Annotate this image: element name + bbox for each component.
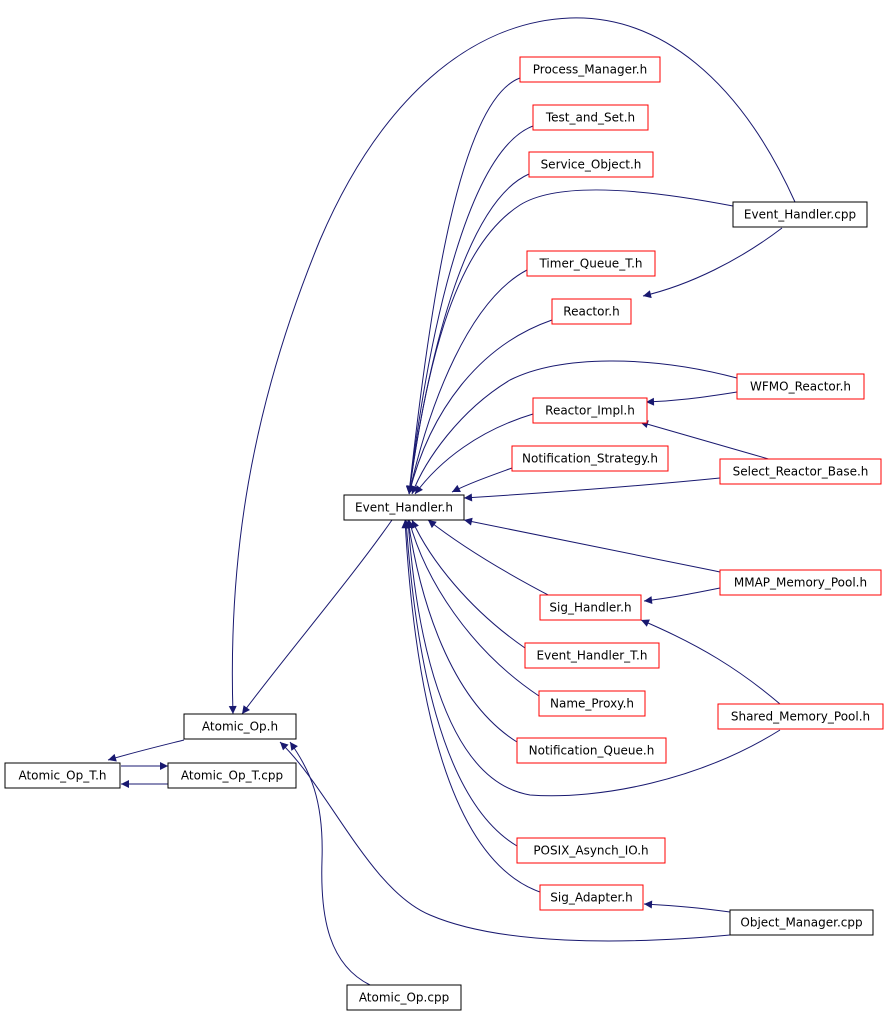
edges <box>107 17 796 986</box>
node-label: MMAP_Memory_Pool.h <box>734 576 867 590</box>
node-wfmo-reactor-h[interactable]: WFMO_Reactor.h <box>736 373 865 400</box>
edge-process-manager-h-to-event-handler-h <box>405 77 521 495</box>
edge-service-object-h-to-event-handler-h <box>406 173 530 495</box>
edge-reactor-impl-h-to-event-handler-h <box>414 413 534 495</box>
edge-posix-asynch-io-h-to-event-handler-h <box>402 519 518 847</box>
edge-event-handler-cpp-to-reactor-h <box>642 227 783 299</box>
node-sig-adapter-h[interactable]: Sig_Adapter.h <box>539 884 644 911</box>
node-atomic-op-h[interactable]: Atomic_Op.h <box>183 713 297 740</box>
node-reactor-impl-h[interactable]: Reactor_Impl.h <box>532 397 648 424</box>
node-label: Event_Handler.h <box>355 501 453 515</box>
edge-notification-queue-h-to-event-handler-h <box>405 519 518 743</box>
node-label: Notification_Queue.h <box>529 744 655 758</box>
node-event-handler-h[interactable]: Event_Handler.h <box>343 494 465 521</box>
edge-atomic-op-cpp-to-atomic-op-h <box>289 741 371 986</box>
node-label: Atomic_Op.h <box>202 720 278 734</box>
node-label: Sig_Adapter.h <box>550 891 633 905</box>
node-service-object-h[interactable]: Service_Object.h <box>528 151 654 178</box>
node-label: POSIX_Asynch_IO.h <box>533 844 648 858</box>
edge-atomic-op-h-to-atomic-op-t-h <box>107 739 185 762</box>
node-atomic-op-cpp[interactable]: Atomic_Op.cpp <box>346 984 462 1011</box>
node-label: Sig_Handler.h <box>549 601 631 615</box>
node-event-handler-t-h[interactable]: Event_Handler_T.h <box>524 642 660 669</box>
node-label: Process_Manager.h <box>533 63 647 77</box>
node-label: Event_Handler.cpp <box>744 208 856 222</box>
node-label: WFMO_Reactor.h <box>750 380 851 394</box>
node-posix-asynch-io-h[interactable]: POSIX_Asynch_IO.h <box>516 837 666 864</box>
node-timer-queue-t-h[interactable]: Timer_Queue_T.h <box>526 250 656 277</box>
node-label: Atomic_Op.cpp <box>359 991 449 1005</box>
node-select-reactor-base-h[interactable]: Select_Reactor_Base.h <box>719 458 882 485</box>
edge-event-handler-cpp-to-atomic-op-h <box>228 17 796 715</box>
node-label: Notification_Strategy.h <box>522 452 658 466</box>
node-mmap-memory-pool-h[interactable]: MMAP_Memory_Pool.h <box>719 569 882 596</box>
edge-select-reactor-base-h-to-event-handler-h <box>463 477 721 502</box>
edge-test-and-set-h-to-event-handler-h <box>405 125 534 495</box>
node-notification-queue-h[interactable]: Notification_Queue.h <box>516 737 667 764</box>
node-notification-strategy-h[interactable]: Notification_Strategy.h <box>511 445 669 472</box>
node-label: Atomic_Op_T.cpp <box>181 769 283 783</box>
node-test-and-set-h[interactable]: Test_and_Set.h <box>532 104 649 131</box>
node-label: Timer_Queue_T.h <box>538 257 642 271</box>
node-label: Reactor_Impl.h <box>545 404 635 418</box>
node-label: Atomic_Op_T.h <box>18 769 106 783</box>
node-label: Event_Handler_T.h <box>537 649 648 663</box>
edge-timer-queue-t-h-to-event-handler-h <box>406 269 528 495</box>
node-event-handler-cpp[interactable]: Event_Handler.cpp <box>732 201 868 228</box>
node-process-manager-h[interactable]: Process_Manager.h <box>519 56 661 83</box>
edge-object-manager-cpp-to-sig-adapter-h <box>643 900 731 913</box>
edge-name-proxy-h-to-event-handler-h <box>407 519 540 697</box>
edge-sig-handler-h-to-event-handler-h <box>427 519 555 599</box>
node-label: Name_Proxy.h <box>550 697 634 711</box>
node-label: Test_and_Set.h <box>545 111 635 125</box>
edge-notification-strategy-h-to-event-handler-h <box>451 467 513 493</box>
edge-shared-memory-pool-h-to-sig-handler-h <box>640 619 781 705</box>
edge-wfmo-reactor-h-to-reactor-impl-h <box>645 391 738 406</box>
edge-mmap-memory-pool-h-to-sig-handler-h <box>643 587 721 605</box>
edge-event-handler-h-to-atomic-op-h <box>241 519 393 715</box>
node-sig-handler-h[interactable]: Sig_Handler.h <box>539 594 642 621</box>
edge-select-reactor-base-h-to-reactor-impl-h <box>639 420 773 461</box>
node-atomic-op-t-h[interactable]: Atomic_Op_T.h <box>4 762 121 789</box>
edge-event-handler-cpp-to-event-handler-h <box>406 189 734 495</box>
node-label: Object_Manager.cpp <box>740 916 862 930</box>
node-shared-memory-pool-h[interactable]: Shared_Memory_Pool.h <box>717 703 884 730</box>
node-label: Service_Object.h <box>541 158 642 172</box>
node-label: Select_Reactor_Base.h <box>733 465 869 479</box>
node-atomic-op-t-cpp[interactable]: Atomic_Op_T.cpp <box>167 762 297 789</box>
node-label: Shared_Memory_Pool.h <box>731 710 870 724</box>
edge-reactor-h-to-event-handler-h <box>407 319 553 495</box>
node-object-manager-cpp[interactable]: Object_Manager.cpp <box>729 909 874 936</box>
edge-mmap-memory-pool-h-to-event-handler-h <box>463 517 721 573</box>
edge-shared-memory-pool-h-to-event-handler-h <box>404 519 781 797</box>
edge-object-manager-cpp-to-atomic-op-h <box>279 741 731 942</box>
node-reactor-h[interactable]: Reactor.h <box>551 298 632 325</box>
node-name-proxy-h[interactable]: Name_Proxy.h <box>538 690 646 717</box>
edge-wfmo-reactor-h-to-event-handler-h <box>411 360 738 495</box>
edge-event-handler-t-h-to-event-handler-h <box>411 519 526 649</box>
edge-sig-adapter-h-to-event-handler-h <box>401 519 541 893</box>
nodes: Atomic_Op_T.h Atomic_Op_T.cpp Atomic_Op.… <box>4 56 884 1011</box>
node-label: Reactor.h <box>563 305 619 319</box>
